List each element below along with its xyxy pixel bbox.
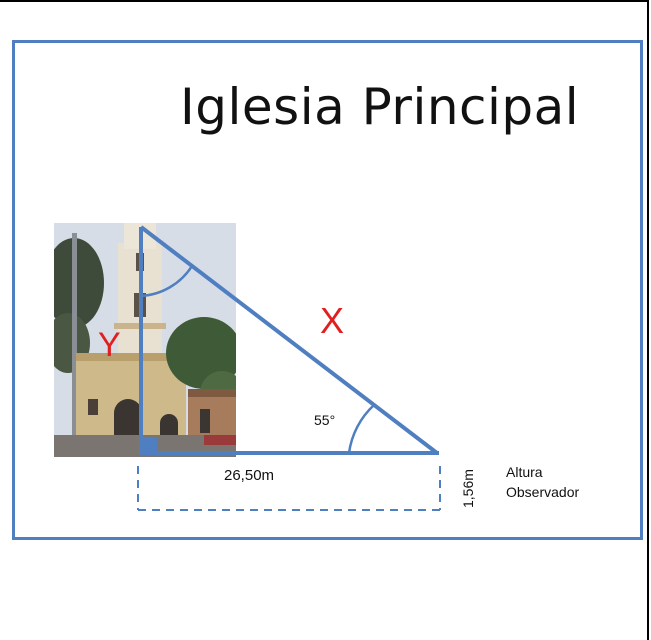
slide-frame <box>12 40 643 540</box>
label-x: X <box>320 300 345 341</box>
label-y: Y <box>98 326 121 364</box>
observer-caption-line2: Observador <box>506 484 580 500</box>
observer-caption: Altura Observador <box>506 462 579 502</box>
observer-caption-line1: Altura <box>506 464 543 480</box>
angle-label: 55° <box>314 412 336 428</box>
slide-title: Iglesia Principal <box>180 78 580 136</box>
top-angle-arc <box>140 265 194 298</box>
base-length-label: 26,50m <box>224 467 275 484</box>
right-angle-marker <box>142 437 157 452</box>
hypotenuse <box>139 225 439 455</box>
bottom-angle-arc <box>347 404 375 454</box>
observer-height-label: 1,56m <box>460 469 476 508</box>
